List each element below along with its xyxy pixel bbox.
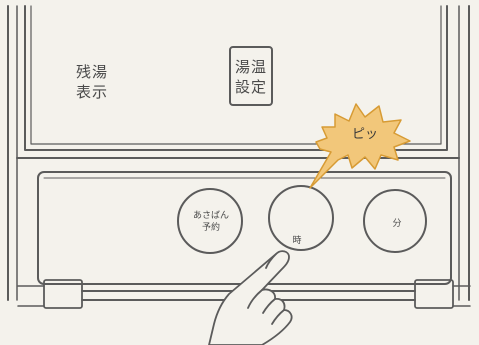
- asa-ban-yoyaku-button-ring: [177, 188, 243, 254]
- left-hinge-lip: [17, 285, 45, 307]
- asa-ban-label-line1: あさばん: [192, 211, 229, 221]
- asa-ban-label-line2: 予約: [201, 223, 220, 233]
- yuon-setting-label: 湯温 設定: [235, 57, 267, 97]
- beep-callout-bubble: [309, 103, 411, 189]
- yuon-label-line1: 湯温: [235, 58, 268, 76]
- left-hinge-bracket: [43, 279, 83, 309]
- asa-ban-yoyaku-label: あさばん 予約: [182, 210, 240, 234]
- upper-display-inner-line: [30, 5, 442, 145]
- fun-button-ring: [363, 189, 427, 253]
- right-hinge-bracket: [414, 279, 454, 309]
- zanyu-label-line2: 表示: [76, 83, 109, 101]
- yuon-setting-key: [229, 46, 273, 106]
- beep-callout-text: ピッ: [351, 127, 378, 142]
- upper-display-window: [24, 5, 448, 151]
- ji-button-label: 時: [292, 236, 302, 246]
- ji-button-ring: [268, 185, 334, 251]
- zanyu-label-line1: 残湯: [76, 63, 109, 81]
- zanyu-display-label: 残湯 表示: [76, 62, 110, 102]
- right-hinge-lip: [452, 285, 471, 307]
- fun-button-label: 分: [392, 219, 402, 229]
- yuon-label-line2: 設定: [235, 78, 268, 96]
- pointing-hand-icon: [208, 250, 293, 345]
